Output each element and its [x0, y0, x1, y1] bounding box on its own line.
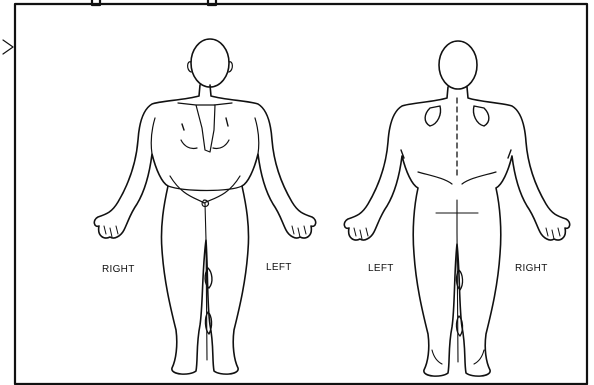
front-right-side-label: RIGHT [102, 264, 135, 275]
front-left-side-label: LEFT [266, 262, 292, 273]
back-left-side-label: LEFT [368, 263, 394, 274]
front-body-figure [94, 39, 315, 374]
back-right-side-label: RIGHT [515, 263, 548, 274]
frame [3, 0, 587, 384]
back-body-figure [344, 41, 569, 376]
